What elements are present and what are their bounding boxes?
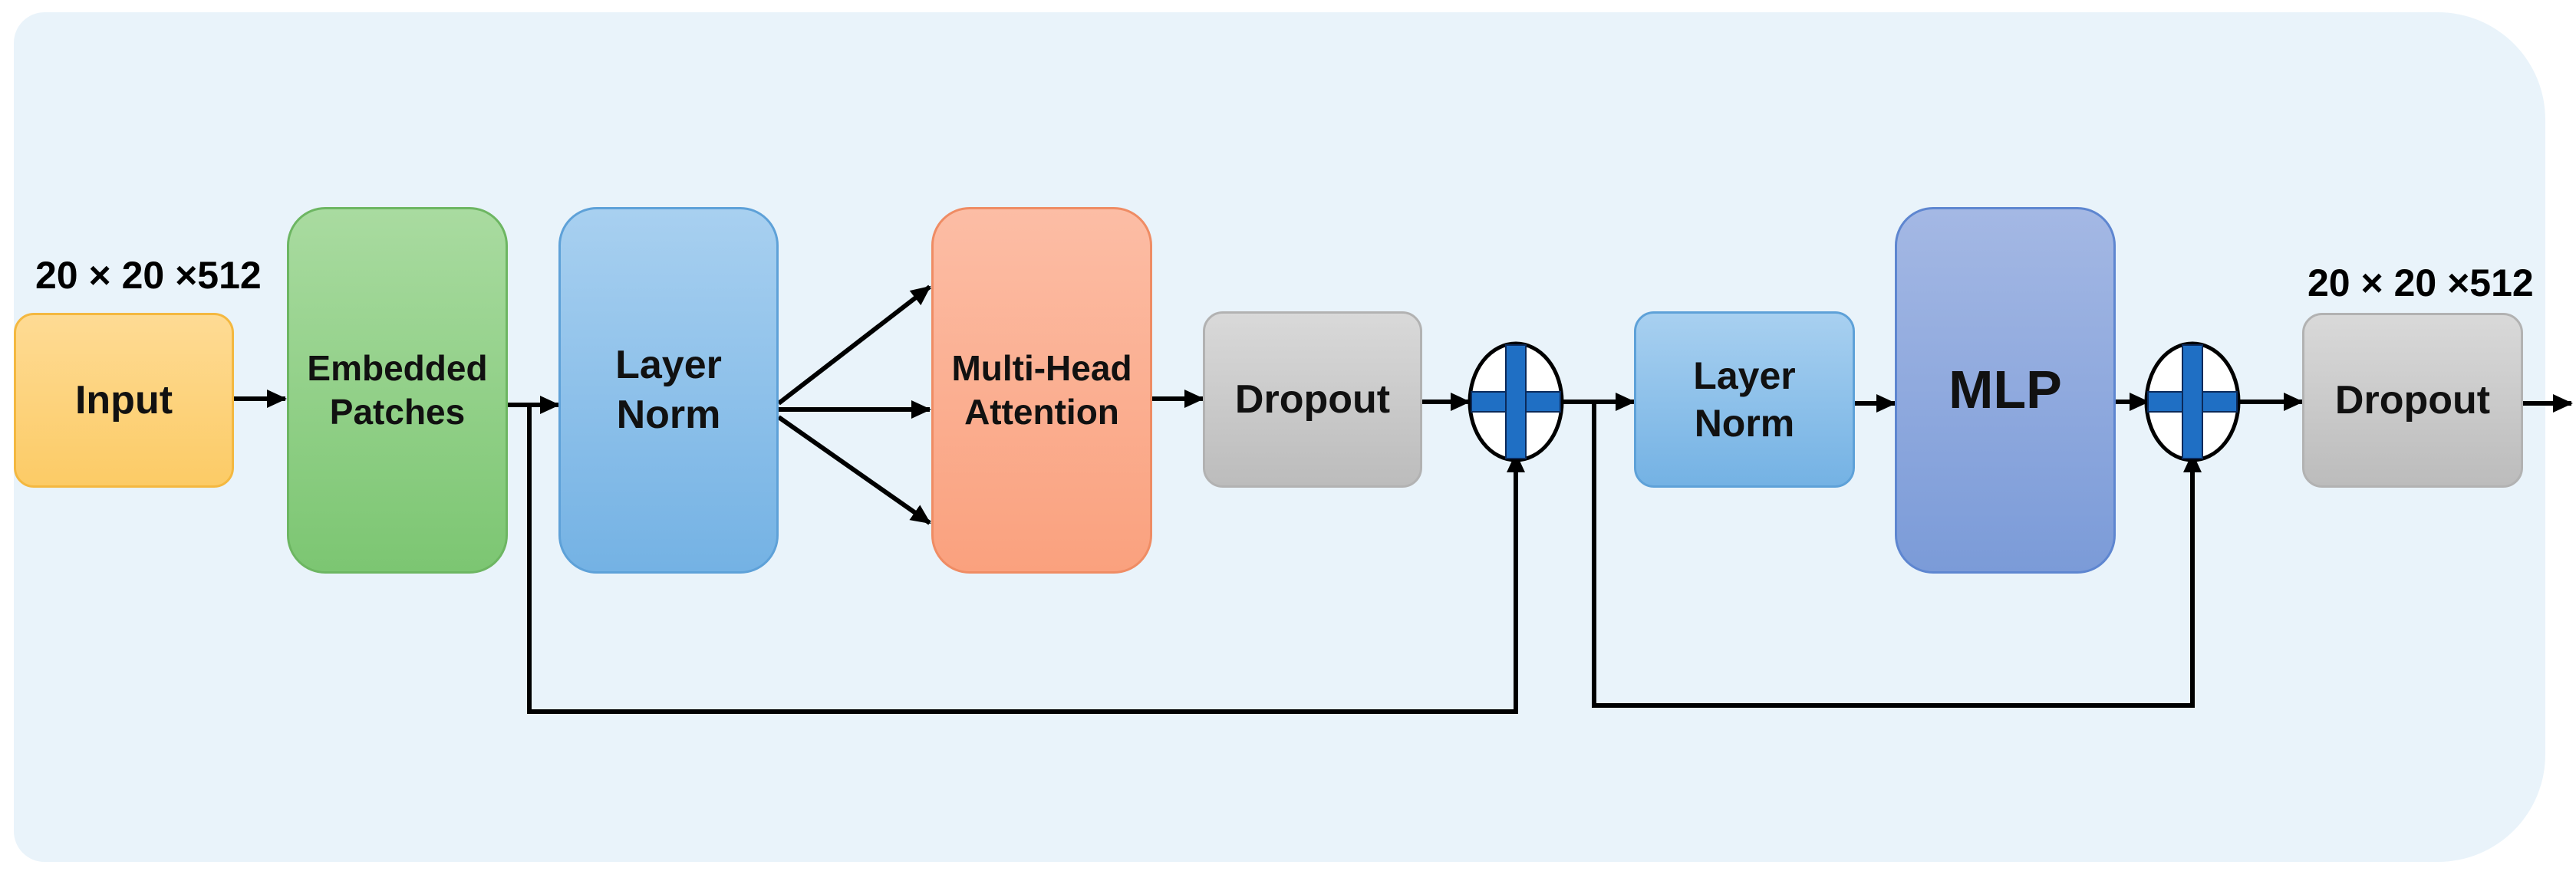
input-block: Input <box>14 313 234 488</box>
skip-connection-2 <box>1592 402 2202 708</box>
embedded-patches-block: Embedded Patches <box>287 207 508 574</box>
dropout-2-label: Dropout <box>2334 377 2491 423</box>
mlp-label: MLP <box>1948 360 2062 420</box>
input-shape-label: 20 × 20 ×512 <box>35 254 262 297</box>
dropout-block-1: Dropout <box>1203 311 1422 488</box>
mlp-block: MLP <box>1895 207 2116 574</box>
layer-norm-2-label: Layer Norm <box>1693 354 1796 446</box>
layer-norm-block-1: Layer Norm <box>558 207 779 574</box>
input-block-label: Input <box>74 377 173 423</box>
skip-connection-1 <box>527 405 1525 714</box>
layer-norm-1-label: Layer Norm <box>615 343 722 437</box>
multi-head-attention-block: Multi-Head Attention <box>931 207 1152 574</box>
arrow-norm-to-attention-top <box>777 284 931 406</box>
embedded-patches-label: Embedded Patches <box>307 347 488 432</box>
arrow-norm-to-attention-bottom <box>777 415 931 525</box>
dropout-block-2: Dropout <box>2302 313 2523 488</box>
dropout-1-label: Dropout <box>1234 377 1391 422</box>
add-node-2 <box>2144 341 2241 462</box>
multi-head-attention-label: Multi-Head Attention <box>951 347 1132 432</box>
add-node-1 <box>1468 341 1564 462</box>
layer-norm-block-2: Layer Norm <box>1634 311 1855 488</box>
output-shape-label: 20 × 20 ×512 <box>2308 261 2534 304</box>
